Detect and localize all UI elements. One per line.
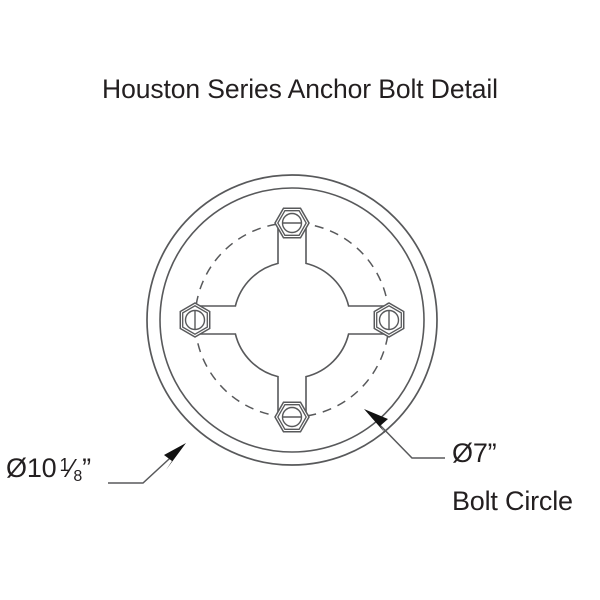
fraction-bar: ⁄ bbox=[69, 453, 74, 483]
diameter-symbol-icon-2: Ø bbox=[452, 438, 473, 468]
dimension-label-bolt-circle-diameter: Ø7” bbox=[452, 438, 497, 468]
fraction-denominator: 8 bbox=[73, 468, 83, 485]
dimension-sublabel-bolt-circle: Bolt Circle bbox=[452, 486, 573, 516]
outer-diameter-leader bbox=[108, 443, 186, 484]
outer-diameter-fraction: 1⁄8 bbox=[59, 453, 83, 485]
bolt-left bbox=[179, 302, 211, 338]
page-title: Houston Series Anchor Bolt Detail bbox=[102, 74, 498, 104]
bolt-circle-unit: ” bbox=[487, 438, 497, 468]
bolt-bottom bbox=[274, 401, 310, 433]
leader-arrowhead-outer bbox=[164, 443, 186, 470]
bolt-circle-value: 7 bbox=[472, 438, 488, 468]
bolt-top bbox=[274, 207, 310, 239]
diameter-symbol-icon: Ø bbox=[6, 453, 27, 483]
bolt-circle-leader bbox=[364, 409, 445, 459]
bolt-right bbox=[373, 302, 405, 338]
leader-arrowhead-bolt-circle bbox=[364, 409, 388, 434]
outer-diameter-unit: ” bbox=[82, 453, 91, 483]
fraction-numerator: 1 bbox=[59, 455, 70, 475]
hub-and-arms-outline bbox=[194, 222, 390, 418]
outer-diameter-whole: 10 bbox=[26, 453, 57, 483]
